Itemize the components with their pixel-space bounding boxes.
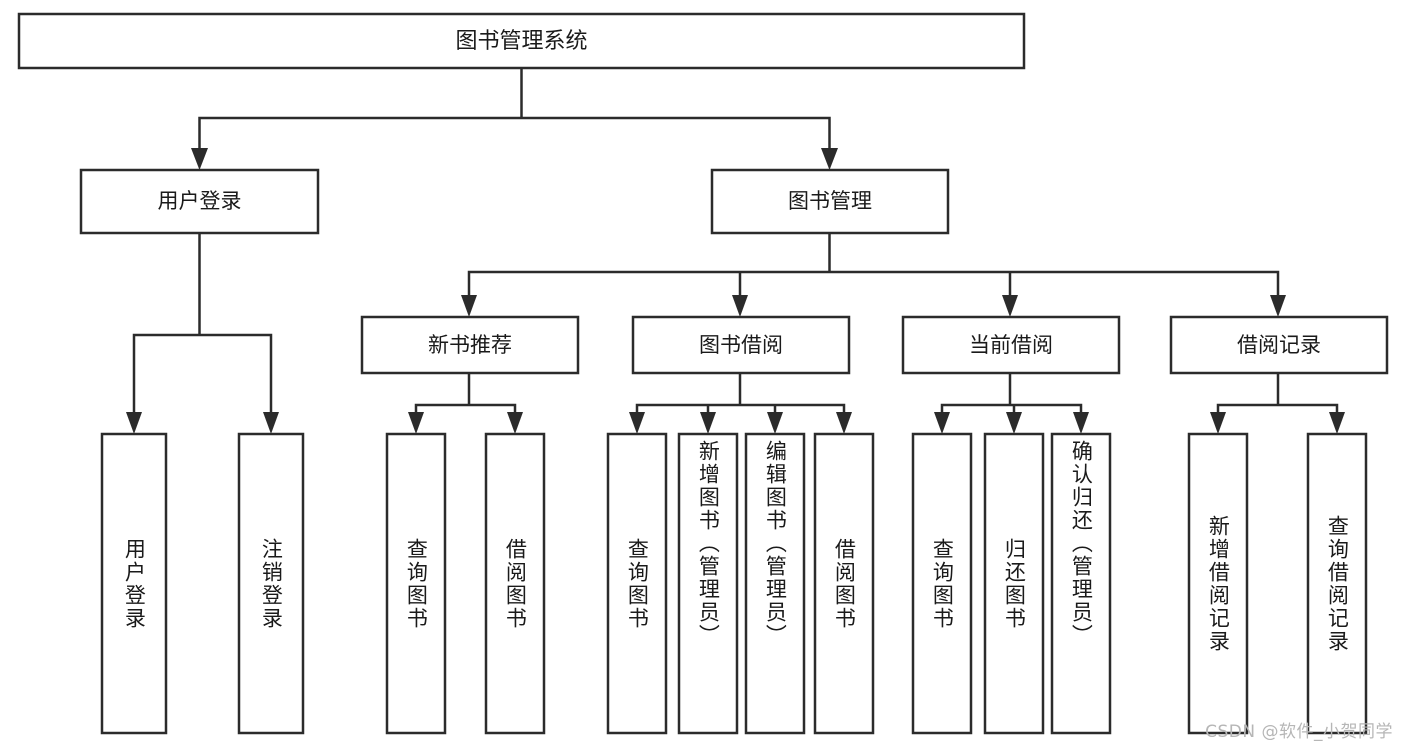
edge-user-login-to-bus bbox=[132, 231, 273, 416]
leaf-box-borrow-book-1[interactable] bbox=[484, 432, 546, 735]
user-login-label: 用户登录 bbox=[158, 189, 242, 213]
book-borrow-box[interactable] bbox=[631, 315, 851, 375]
leaf-box-query-record[interactable] bbox=[1306, 432, 1368, 735]
arrow-to-leaf-borrow-book-2 bbox=[836, 412, 852, 434]
arrow-to-leaf-query-book-3 bbox=[934, 412, 950, 434]
csdn-watermark: CSDN @软件_小贺同学 bbox=[1205, 722, 1393, 742]
borrow-record-label: 借阅记录 bbox=[1237, 333, 1321, 357]
book-borrow-label: 图书借阅 bbox=[699, 333, 783, 357]
arrow-to-leaf-add-record bbox=[1210, 412, 1226, 434]
node-user-login[interactable]: 用户登录 bbox=[79, 168, 320, 235]
edge-book-borrow-to-bus bbox=[635, 371, 846, 416]
book-manage-label: 图书管理 bbox=[788, 189, 872, 213]
borrow-record-box[interactable] bbox=[1169, 315, 1389, 375]
connector-layer bbox=[126, 66, 1345, 434]
leaf-box-add-record[interactable] bbox=[1187, 432, 1249, 735]
node-current-borrow[interactable]: 当前借阅 bbox=[901, 315, 1121, 375]
edge-root-to-bus bbox=[198, 66, 831, 152]
arrow-to-leaf-logout bbox=[263, 412, 279, 434]
node-root[interactable]: 图书管理系统 bbox=[17, 12, 1026, 70]
leaf-box-query-book-3[interactable] bbox=[911, 432, 973, 735]
arrow-to-user-login bbox=[191, 148, 208, 170]
leaf-box-add-book[interactable] bbox=[677, 432, 739, 735]
arrow-to-leaf-query-book-1 bbox=[408, 412, 424, 434]
current-borrow-box[interactable] bbox=[901, 315, 1121, 375]
new-book-rec-box[interactable] bbox=[360, 315, 580, 375]
leaf-box-edit-book[interactable] bbox=[744, 432, 806, 735]
new-book-rec-label: 新书推荐 bbox=[428, 333, 512, 357]
arrow-to-leaf-borrow-book-1 bbox=[507, 412, 523, 434]
root-label: 图书管理系统 bbox=[455, 29, 587, 54]
arrow-to-leaf-user-login bbox=[126, 412, 142, 434]
arrow-to-leaf-return-book bbox=[1006, 412, 1022, 434]
leaf-box-layer bbox=[100, 432, 1368, 735]
leaf-box-user-login[interactable] bbox=[100, 432, 168, 735]
leaf-box-borrow-book-2[interactable] bbox=[813, 432, 875, 735]
arrow-to-leaf-query-book-2 bbox=[629, 412, 645, 434]
root-box[interactable] bbox=[17, 12, 1026, 70]
edge-current-borrow-to-bus bbox=[940, 371, 1083, 416]
arrow-to-new-book-rec bbox=[461, 295, 477, 317]
arrow-to-book-manage bbox=[821, 148, 838, 170]
user-login-box[interactable] bbox=[79, 168, 320, 235]
edge-book-manage-to-bus bbox=[467, 231, 1280, 299]
leaf-box-query-book-2[interactable] bbox=[606, 432, 668, 735]
edge-borrow-record-to-bus bbox=[1216, 371, 1339, 416]
leaf-box-return-book[interactable] bbox=[983, 432, 1045, 735]
book-manage-box[interactable] bbox=[710, 168, 950, 235]
arrow-to-leaf-add-book bbox=[700, 412, 716, 434]
node-book-borrow[interactable]: 图书借阅 bbox=[631, 315, 851, 375]
arrow-to-leaf-query-record bbox=[1329, 412, 1345, 434]
arrow-to-borrow-record bbox=[1270, 295, 1286, 317]
node-borrow-record[interactable]: 借阅记录 bbox=[1169, 315, 1389, 375]
current-borrow-label: 当前借阅 bbox=[969, 333, 1053, 357]
leaf-box-logout[interactable] bbox=[237, 432, 305, 735]
leaf-box-confirm-return[interactable] bbox=[1050, 432, 1112, 735]
arrow-to-book-borrow bbox=[732, 295, 748, 317]
node-new-book-rec[interactable]: 新书推荐 bbox=[360, 315, 580, 375]
arrow-to-current-borrow bbox=[1002, 295, 1018, 317]
arrow-to-leaf-confirm-return bbox=[1073, 412, 1089, 434]
node-book-manage[interactable]: 图书管理 bbox=[710, 168, 950, 235]
leaf-box-query-book-1[interactable] bbox=[385, 432, 447, 735]
arrow-to-leaf-edit-book bbox=[767, 412, 783, 434]
edge-new-book-rec-to-bus bbox=[414, 371, 517, 416]
